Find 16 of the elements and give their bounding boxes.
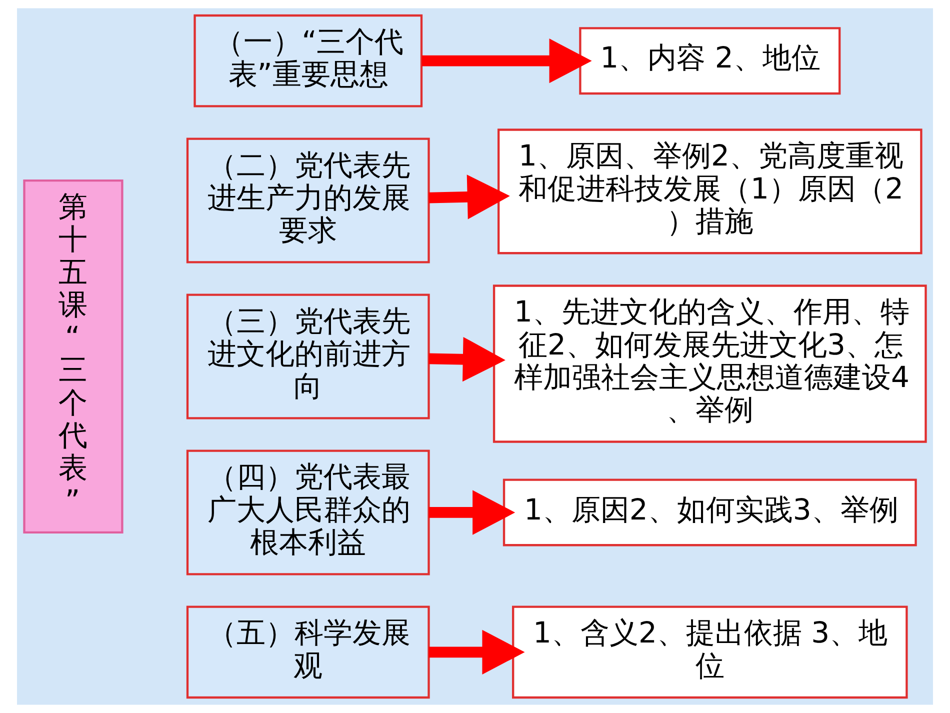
node-box: 第十五课“三个代表” bbox=[23, 179, 124, 534]
arrow bbox=[428, 174, 510, 220]
node-box: 1、内容 2、地位 bbox=[579, 27, 841, 95]
node-box: 1、原因、举例2、党高度重视和促进科技发展（1）原因（2）措施 bbox=[498, 128, 922, 254]
arrow bbox=[422, 38, 592, 84]
node-box: （一）“三个代表”重要思想 bbox=[194, 14, 423, 108]
arrow bbox=[428, 336, 506, 382]
node-box: 1、先进文化的含义、作用、特征2、如何发展先进文化3、怎样加强社会主义思想道德建设4、举例 bbox=[492, 284, 927, 443]
arrow bbox=[428, 490, 516, 535]
node-box: （三）党代表先进文化的前进方向 bbox=[186, 294, 430, 420]
node-box: （五）科学发展观 bbox=[186, 606, 430, 699]
node-box: （四）党代表最广大人民群众的根本利益 bbox=[186, 450, 430, 576]
node-box: （二）党代表先进生产力的发展要求 bbox=[186, 138, 430, 264]
node-box: 1、原因2、如何实践3、举例 bbox=[502, 478, 917, 546]
arrow bbox=[428, 630, 525, 674]
node-box: 1、含义2、提出依据 3、地位 bbox=[512, 606, 908, 699]
